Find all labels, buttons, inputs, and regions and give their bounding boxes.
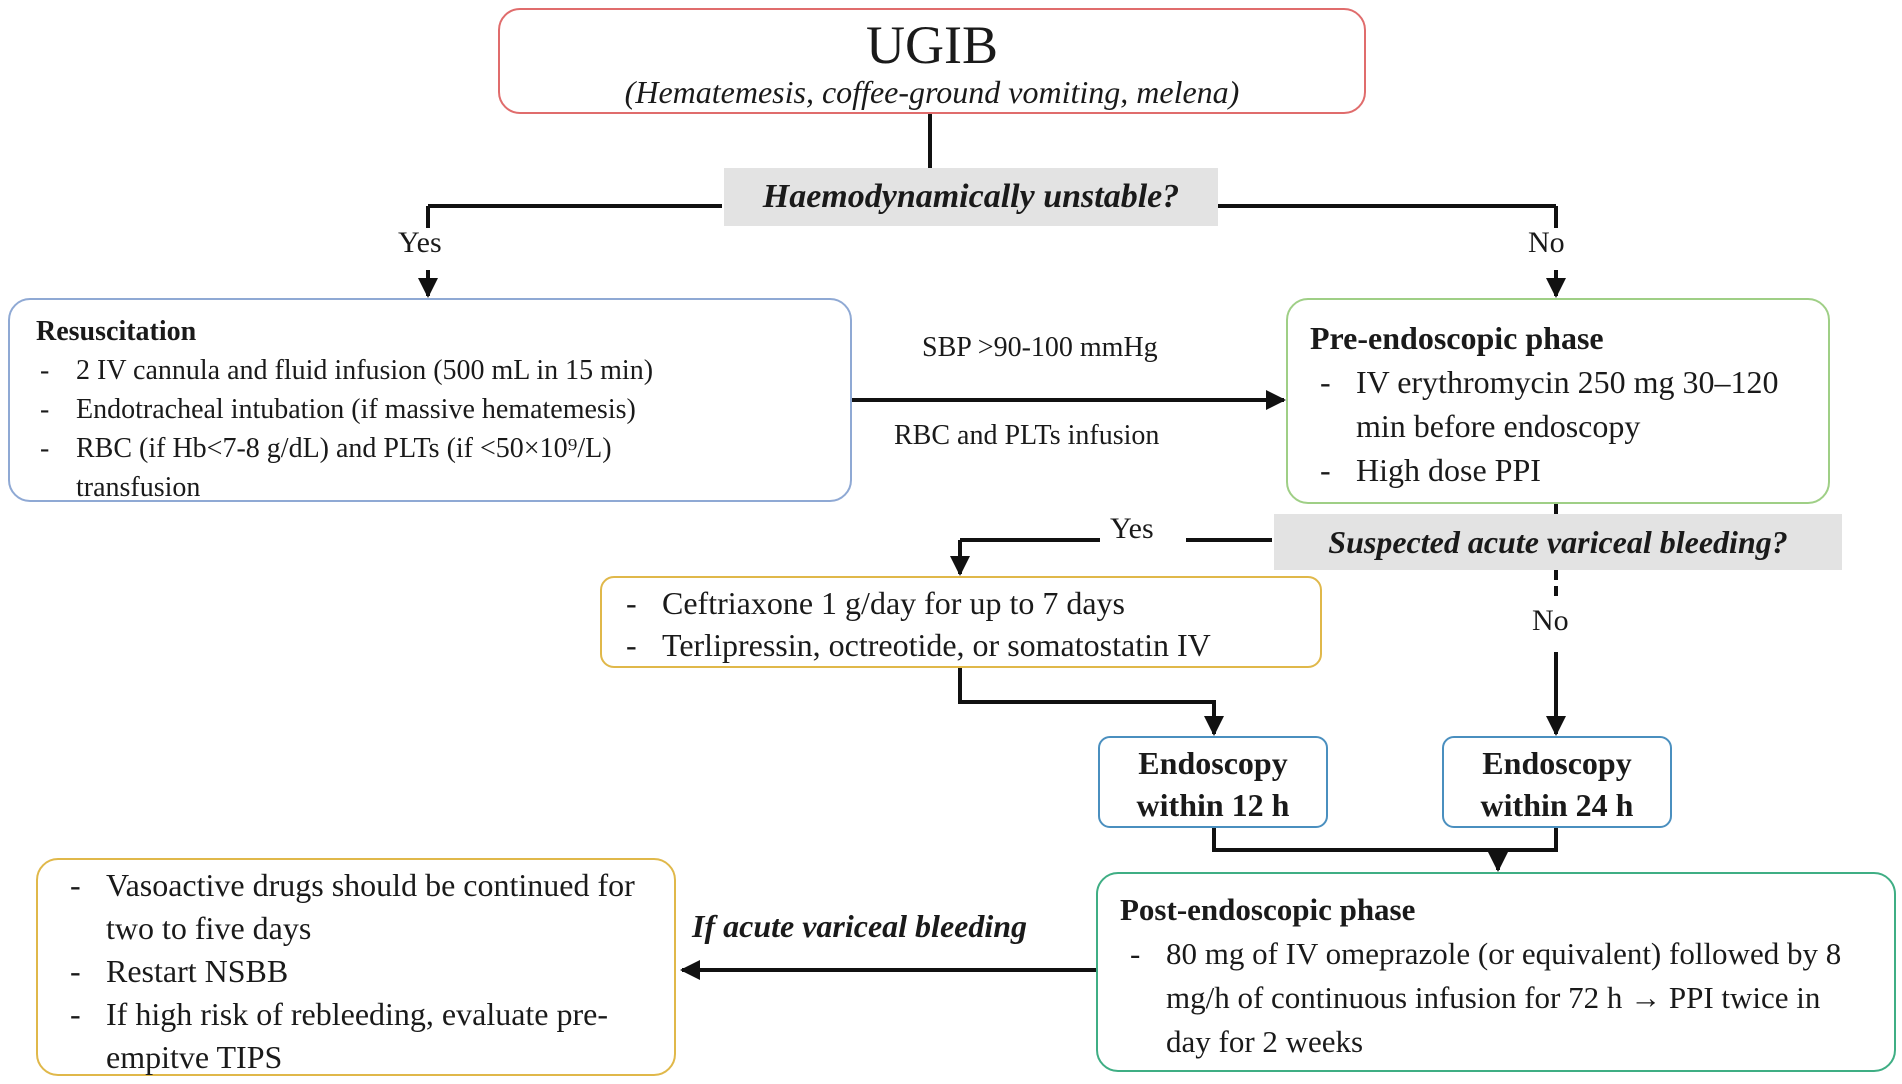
- vasoactive-item: Vasoactive drugs should be continued for…: [60, 864, 656, 950]
- yes-label-1: Yes: [398, 226, 442, 259]
- arrow-to-endo12: [958, 668, 1224, 736]
- sbp-label: SBP >90-100 mmHg: [922, 332, 1158, 363]
- endoscopy-24h-line1: Endoscopy: [1482, 745, 1632, 781]
- yes-label-2: Yes: [1110, 512, 1154, 545]
- resuscitation-box: Resuscitation 2 IV cannula and fluid inf…: [8, 298, 852, 503]
- ugib-box: UGIB (Hematemesis, coffee-ground vomitin…: [498, 8, 1366, 114]
- rbc-plts-label: RBC and PLTs infusion: [894, 420, 1160, 451]
- question-unstable: Haemodynamically unstable?: [724, 168, 1218, 226]
- ugib-subtitle: (Hematemesis, coffee-ground vomiting, me…: [624, 74, 1240, 110]
- no-label-2: No: [1532, 604, 1569, 637]
- vasoactive-box: Vasoactive drugs should be continued for…: [36, 858, 676, 1076]
- resuscitation-item: Endotracheal intubation (if massive hema…: [30, 390, 834, 429]
- if-variceal-label: If acute variceal bleeding: [692, 908, 1028, 944]
- resuscitation-item: RBC (if Hb<7-8 g/dL) and PLTs (if <50×10…: [30, 429, 716, 507]
- vasoactive-item: Restart NSBB: [60, 950, 656, 993]
- resuscitation-title: Resuscitation: [36, 316, 197, 347]
- ugib-title: UGIB: [866, 15, 998, 75]
- no-label-1: No: [1528, 226, 1565, 259]
- pre-endoscopic-box: Pre-endoscopic phase IV erythromycin 250…: [1286, 298, 1830, 504]
- line-endo-join: [1212, 828, 1558, 852]
- post-endoscopic-item: 80 mg of IV omeprazole (or equivalent) f…: [1120, 932, 1870, 1064]
- endoscopy-24h-line2: within 24 h: [1480, 787, 1634, 823]
- ceftriaxone-item: Ceftriaxone 1 g/day for up to 7 days: [616, 582, 1304, 624]
- post-endoscopic-title: Post-endoscopic phase: [1120, 892, 1416, 927]
- vasoactive-list: Vasoactive drugs should be continued for…: [60, 864, 656, 1079]
- vasoactive-item: If high risk of rebleeding, evaluate pre…: [60, 993, 656, 1079]
- post-endoscopic-box: Post-endoscopic phase 80 mg of IV omepra…: [1096, 872, 1896, 1072]
- pre-endoscopic-list: IV erythromycin 250 mg 30–120 min before…: [1310, 360, 1810, 492]
- resuscitation-list: 2 IV cannula and fluid infusion (500 mL …: [30, 351, 834, 507]
- pre-endoscopic-item: High dose PPI: [1310, 448, 1810, 492]
- endoscopy-12h-box: Endoscopy within 12 h: [1098, 736, 1328, 828]
- resuscitation-item: 2 IV cannula and fluid infusion (500 mL …: [30, 351, 834, 390]
- endoscopy-12h-line1: Endoscopy: [1138, 745, 1288, 781]
- endoscopy-24h-box: Endoscopy within 24 h: [1442, 736, 1672, 828]
- post-endoscopic-list: 80 mg of IV omeprazole (or equivalent) f…: [1120, 932, 1870, 1064]
- ceftriaxone-box: Ceftriaxone 1 g/day for up to 7 days Ter…: [600, 576, 1322, 668]
- ceftriaxone-item: Terlipressin, octreotide, or somatostati…: [616, 624, 1304, 666]
- ceftriaxone-list: Ceftriaxone 1 g/day for up to 7 days Ter…: [616, 582, 1304, 666]
- pre-endoscopic-title: Pre-endoscopic phase: [1310, 320, 1604, 356]
- endoscopy-12h-line2: within 12 h: [1136, 787, 1290, 823]
- pre-endoscopic-item: IV erythromycin 250 mg 30–120 min before…: [1310, 360, 1810, 448]
- question-variceal: Suspected acute variceal bleeding?: [1274, 514, 1842, 570]
